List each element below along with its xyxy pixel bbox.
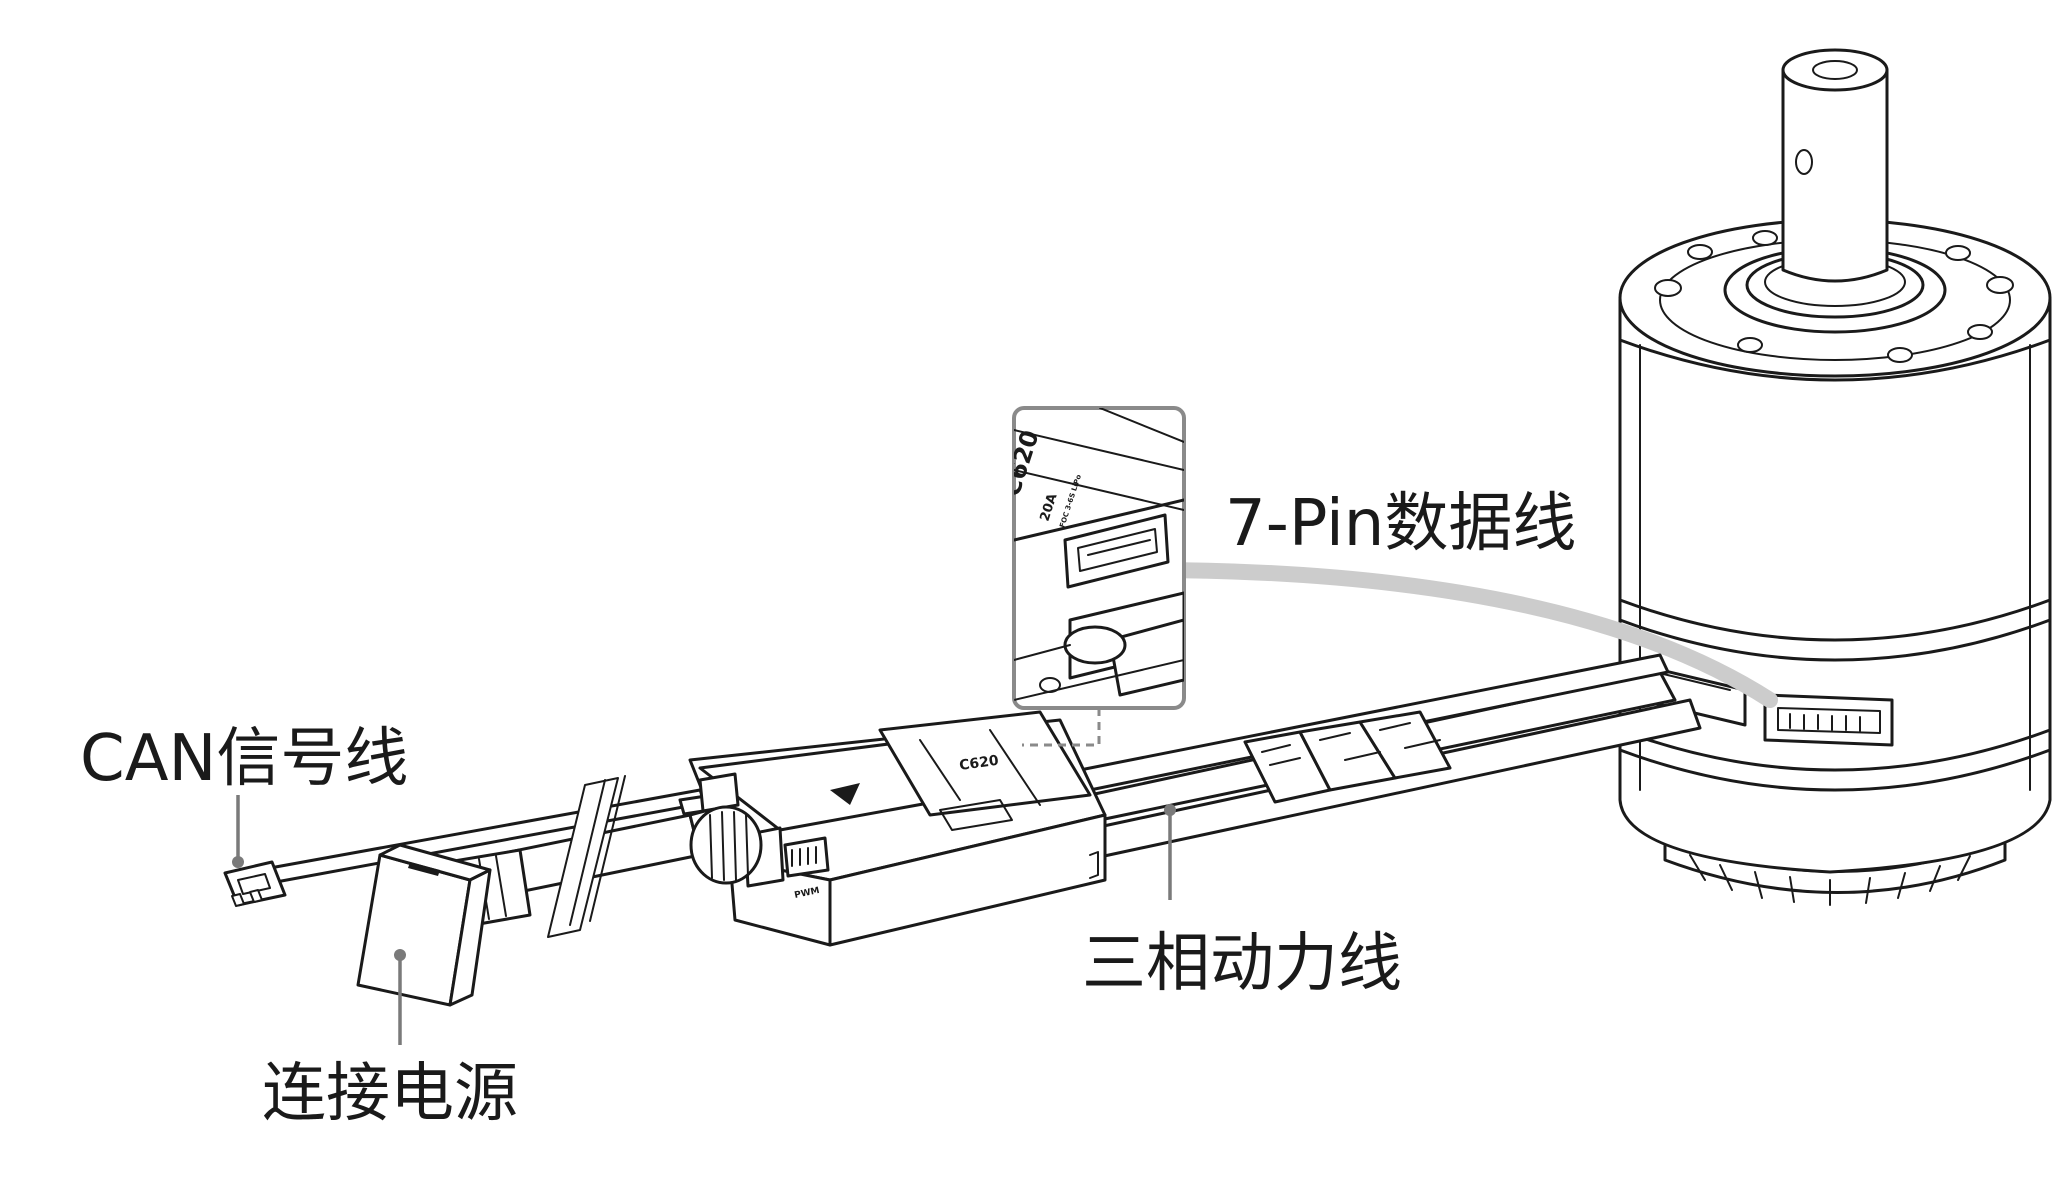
inset-zoom-view: C620 20A FOC 3-6S LiPo bbox=[1012, 406, 1186, 747]
label-three-phase-power-cable: 三相动力线 bbox=[1082, 927, 1402, 1001]
inset-dashed-connector bbox=[1022, 708, 1101, 747]
esc-model-print: C620 bbox=[958, 753, 1000, 774]
cable-break-marks bbox=[547, 775, 626, 938]
esc-c620: C620 PWM bbox=[688, 710, 1107, 947]
motor bbox=[1618, 48, 2052, 906]
esc-cable-gland bbox=[689, 805, 763, 885]
label-can-signal-cable: CAN信号线 bbox=[80, 722, 408, 796]
leader-power bbox=[394, 949, 406, 1045]
label-seven-pin-data-cable: 7-Pin数据线 bbox=[1225, 487, 1576, 561]
seven-pin-data-cable bbox=[1102, 561, 1778, 708]
xt30-power-connector bbox=[356, 843, 492, 1007]
motor-mount-holes bbox=[1654, 230, 2014, 363]
label-power-connection: 连接电源 bbox=[262, 1057, 518, 1131]
phase-cable-connector bbox=[1243, 710, 1452, 804]
leader-can bbox=[232, 795, 244, 868]
can-connector bbox=[223, 860, 287, 907]
motor-shaft bbox=[1781, 48, 1889, 283]
three-phase-cables bbox=[1078, 653, 1702, 860]
esc-logo bbox=[830, 783, 860, 805]
leader-phase bbox=[1164, 804, 1176, 900]
motor-7pin-port bbox=[1763, 693, 1894, 747]
motor-body bbox=[1618, 298, 2052, 874]
